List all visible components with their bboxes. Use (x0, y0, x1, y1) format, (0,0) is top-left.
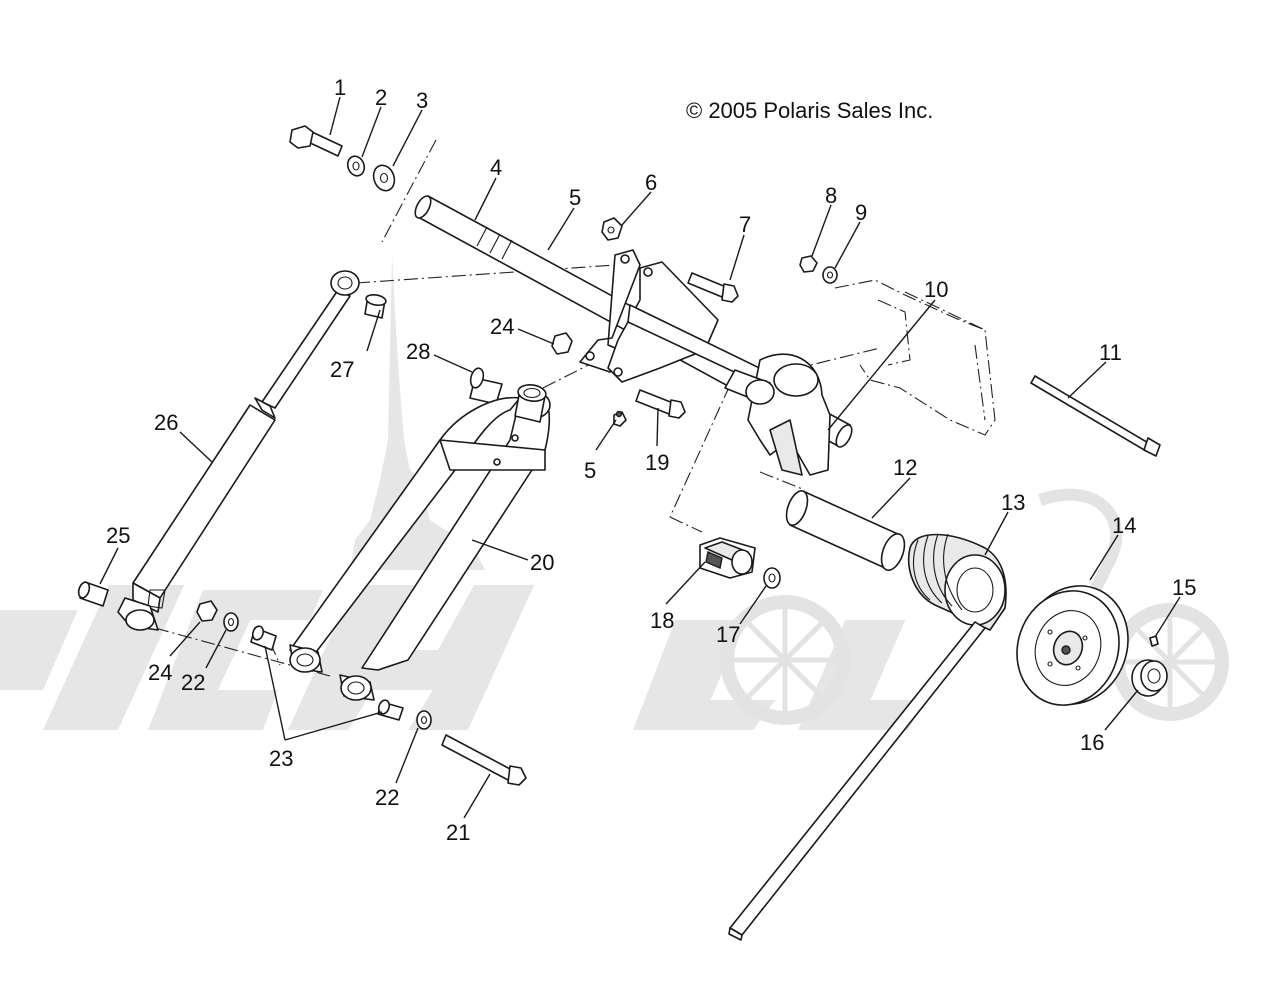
callout-5: 5 (569, 185, 581, 210)
callout-17: 17 (716, 622, 740, 647)
watermark-logo (0, 255, 1229, 730)
callout-19: 19 (645, 450, 669, 475)
part-14-wheel (1016, 585, 1129, 706)
frame-rail-phantom (834, 279, 996, 436)
callout-24: 24 (490, 314, 514, 339)
callout-25: 25 (106, 523, 130, 548)
callout-8: 8 (825, 183, 837, 208)
part-12-tube (785, 490, 906, 571)
part-23-sleeve-left (250, 625, 277, 651)
callout-1: 1 (334, 75, 346, 100)
callout-24-lower: 24 (148, 660, 172, 685)
callout-7: 7 (739, 212, 751, 237)
leader-lines (99, 96, 1181, 819)
shock-lower-eye (117, 597, 159, 631)
arm-lower-bushing-left (289, 644, 323, 673)
part-19-bolt (635, 389, 686, 419)
part-16-collar (1131, 659, 1168, 697)
part-6-nut (601, 217, 623, 241)
pivot-yoke (747, 353, 831, 476)
part-25-sleeve (77, 581, 109, 607)
callout-12: 12 (893, 455, 917, 480)
part-24-nut-upper (551, 332, 573, 355)
part-3-washer (372, 164, 396, 192)
part-18-block (699, 537, 756, 579)
callout-27: 27 (330, 357, 354, 382)
copyright-text: © 2005 Polaris Sales Inc. (686, 98, 933, 123)
callout-16: 16 (1080, 730, 1104, 755)
callout-labels: 1 2 3 4 5 6 7 8 9 10 11 12 13 14 15 16 1… (106, 75, 1196, 845)
callout-6: 6 (645, 170, 657, 195)
part-28-sleeve (469, 367, 503, 405)
callout-20: 20 (530, 550, 554, 575)
arm-upper-bushing (514, 384, 547, 423)
callout-9: 9 (855, 200, 867, 225)
part-23-sleeve-right (377, 699, 404, 721)
part-11-rod (1030, 375, 1161, 457)
part-17-washer (763, 567, 781, 589)
part-5-fitting (613, 410, 627, 427)
callout-4: 4 (490, 155, 502, 180)
part-8-nut (799, 255, 818, 273)
part-22-washer-right (416, 710, 432, 730)
part-24-nut-lower (196, 600, 218, 622)
part-26-shock (132, 270, 360, 613)
part-13-spring (728, 533, 1007, 941)
callout-21: 21 (446, 820, 470, 845)
part-22-washer-left (223, 612, 239, 632)
part-7-bolt (687, 272, 739, 303)
callout-14: 14 (1112, 513, 1136, 538)
callout-3: 3 (416, 88, 428, 113)
arm-lower-bushing-right (339, 674, 375, 701)
callout-23: 23 (269, 746, 293, 771)
callout-22-right: 22 (375, 785, 399, 810)
callout-10: 10 (924, 277, 948, 302)
part-27-bushing (364, 293, 387, 319)
part-1-bolt (289, 125, 343, 157)
callout-15: 15 (1172, 575, 1196, 600)
part-21-bolt (441, 734, 527, 786)
callout-22: 22 (181, 670, 205, 695)
part-9-washer (822, 266, 838, 284)
callout-28: 28 (406, 339, 430, 364)
callout-2: 2 (375, 85, 387, 110)
part-15-setscrew (1149, 635, 1159, 647)
callout-26: 26 (154, 410, 178, 435)
callout-11: 11 (1099, 340, 1122, 365)
callout-13: 13 (1001, 490, 1025, 515)
part-2-lockwasher (346, 155, 366, 177)
callout-18: 18 (650, 608, 674, 633)
part-10-tube (724, 369, 775, 405)
callout-5-fitting: 5 (584, 458, 596, 483)
